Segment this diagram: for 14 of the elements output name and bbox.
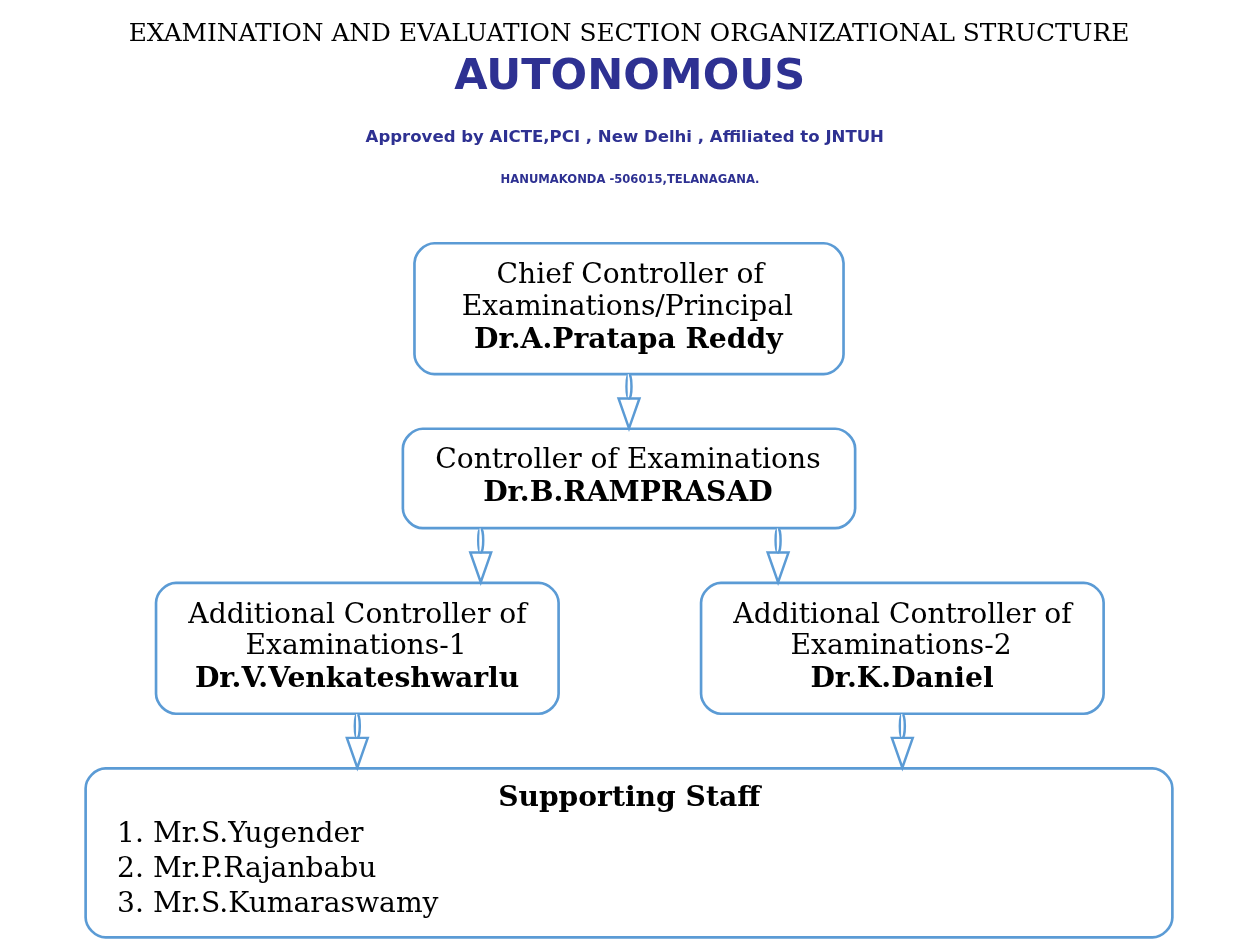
node-box: Chief Controller of Examinations/Principal Dr.A.Pratapa Reddy bbox=[412, 241, 845, 376]
label: Approved by AICTE,PCI , New Delhi , Affiliated to JNTUH bbox=[365, 127, 884, 147]
diagram-title: EXAMINATION AND EVALUATION SECTION ORGANIZATIONAL STRUCTURE bbox=[128, 18, 1129, 48]
arrow bbox=[344, 713, 369, 772]
node-box: Controller of Examinations Dr.B.RAMPRASAD bbox=[401, 427, 856, 530]
node-box: Additional Controller of Examinations-1 Dr.V.Venkateshwarlu bbox=[154, 581, 560, 716]
node-box: Additional Controller of Examinations-2 Dr.K.Daniel bbox=[699, 581, 1105, 716]
label: HANUMAKONDA -506015,TELANAGANA. bbox=[500, 171, 759, 186]
label: AUTONOMOUS bbox=[453, 48, 805, 99]
arrow bbox=[616, 373, 641, 433]
node-box: Supporting Staff 1. Mr.S.Yugender 2. Mr.P.Rajanbabu 3. Mr.S.Kumaraswamy bbox=[83, 767, 1174, 939]
arrow bbox=[889, 713, 915, 772]
arrow bbox=[468, 527, 493, 586]
arrow bbox=[765, 527, 790, 586]
